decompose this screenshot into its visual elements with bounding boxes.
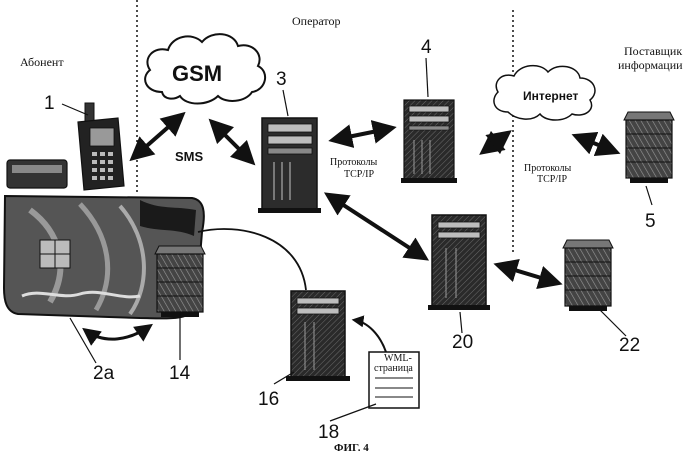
ref-number-14: 14 [169, 364, 190, 383]
arrow-server4-internet [483, 133, 508, 152]
label-internet: Интернет [523, 90, 578, 102]
ref-number-2a: 2a [93, 364, 114, 383]
ref-number-20: 20 [452, 333, 473, 352]
label-sms: SMS [175, 150, 203, 163]
label-protocols-1: Протоколы [330, 158, 377, 168]
card-reader-14 [155, 246, 205, 317]
label-protocols-2: Протоколы [524, 164, 571, 174]
server-16 [286, 291, 350, 381]
ref-number-22: 22 [619, 336, 640, 355]
ref-number-18: 18 [318, 423, 339, 442]
arrow-server3-server20 [328, 195, 425, 258]
server-20 [428, 215, 490, 310]
label-wml-page: страница [374, 364, 413, 374]
ref-number-16: 16 [258, 390, 279, 409]
server-4 [401, 100, 457, 183]
label-gsm: GSM [172, 63, 222, 85]
server-3 [258, 118, 321, 213]
ref-number-1: 1 [44, 94, 55, 113]
ref-number-3: 3 [276, 70, 287, 89]
arrow-wml-server16 [354, 320, 386, 352]
label-provider-line2: информации [618, 59, 683, 71]
figure-caption: ФИГ. 4 [334, 443, 369, 454]
label-protocols-1-tcp: TCP/IP [344, 170, 374, 180]
arrow-server3-server4 [333, 128, 392, 140]
ref-number-4: 4 [421, 38, 432, 57]
arrow-card-reader [85, 326, 150, 339]
label-provider-line1: Поставщик [624, 45, 682, 57]
label-subscriber: Абонент [20, 56, 64, 68]
cable-reader-server16 [198, 229, 306, 290]
label-operator: Оператор [292, 15, 341, 27]
arrow-internet-storage5 [576, 136, 616, 152]
arrow-gsm-server3 [212, 122, 252, 162]
storage-5 [624, 112, 674, 183]
ref-number-5: 5 [645, 212, 656, 231]
card-reader-device [7, 160, 67, 188]
arrow-server20-storage22 [498, 265, 558, 283]
mobile-phone [78, 103, 124, 190]
storage-22 [563, 240, 613, 311]
label-protocols-2-tcp: TCP/IP [537, 175, 567, 185]
